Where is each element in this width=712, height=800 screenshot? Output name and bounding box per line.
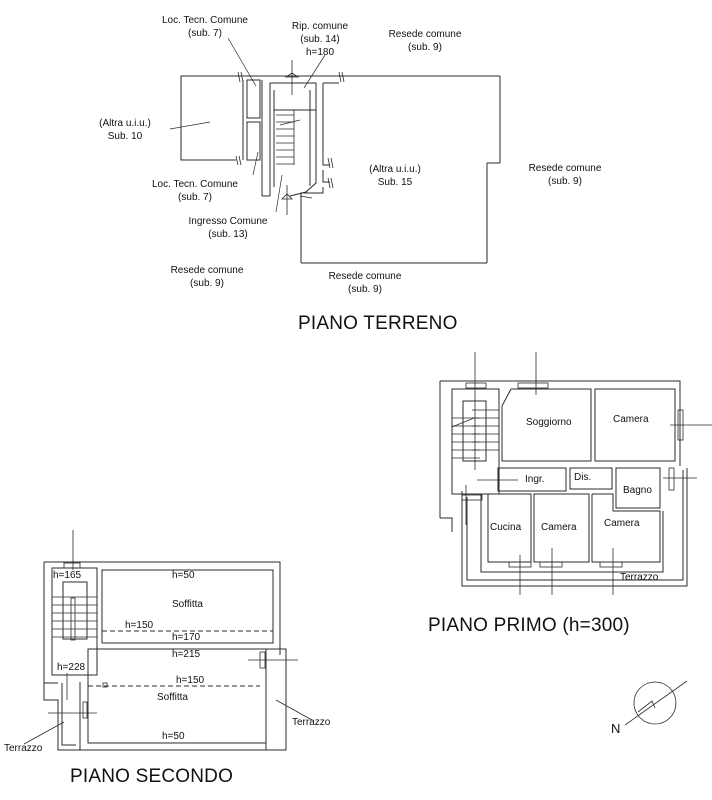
height-attic2-top: h=215 <box>172 649 201 660</box>
room-soffitta-top: Soffitta <box>172 599 203 610</box>
room-cucina: Cucina <box>490 522 522 533</box>
room-soggiorno: Soggiorno <box>526 417 572 428</box>
title-piano-terreno: PIANO TERRENO <box>298 313 458 334</box>
title-piano-primo: PIANO PRIMO (h=300) <box>428 615 630 636</box>
room-terrazzo-right: Terrazzo <box>292 717 331 728</box>
room-terrazzo: Terrazzo <box>620 572 659 583</box>
room-disimpegno: Dis. <box>574 472 592 483</box>
room-soffitta-bottom: Soffitta <box>157 692 188 703</box>
ground-floor-plan <box>169 37 501 264</box>
room-ingresso: Ingr. <box>525 474 545 485</box>
label-rip-comune: Rip. comune (sub. 14) h=180 <box>291 21 349 58</box>
height-stair-bottom: h=228 <box>57 662 86 673</box>
label-altra-sub15: (Altra u.i.u.) Sub. 15 <box>369 164 421 188</box>
label-loc-tecn-top: Loc. Tecn. Comune (sub. 7) <box>162 15 248 39</box>
label-loc-tecn-bottom: Loc. Tecn. Comune (sub. 7) <box>152 179 238 203</box>
first-floor-plan <box>439 352 712 595</box>
height-stair-top: h=165 <box>53 570 82 581</box>
room-camera-mid: Camera <box>541 522 577 533</box>
room-terrazzo-left: Terrazzo <box>4 743 43 754</box>
title-piano-secondo: PIANO SECONDO <box>70 766 234 787</box>
room-camera-right: Camera <box>604 518 640 529</box>
north-arrow-graphic <box>624 680 688 726</box>
room-bagno: Bagno <box>623 485 652 496</box>
height-attic1-bottom: h=170 <box>172 632 201 643</box>
height-attic1-top: h=50 <box>172 570 195 581</box>
label-resede-bottom: Resede comune (sub. 9) <box>328 271 402 295</box>
label-resede-right: Resede comune (sub. 9) <box>528 163 602 187</box>
second-floor-plan <box>23 530 313 751</box>
height-attic2-bottom: h=50 <box>162 731 185 742</box>
label-resede-left: Resede comune (sub. 9) <box>170 265 244 289</box>
room-camera-top: Camera <box>613 414 649 425</box>
north-label: N <box>611 721 621 736</box>
label-altra-sub10: (Altra u.i.u.) Sub. 10 <box>99 118 151 142</box>
height-attic1-dash: h=150 <box>125 620 154 631</box>
label-ingresso-comune: Ingresso Comune (sub. 13) <box>188 216 268 240</box>
label-resede-top: Resede comune (sub. 9) <box>388 29 462 53</box>
height-attic2-dash: h=150 <box>176 675 205 686</box>
